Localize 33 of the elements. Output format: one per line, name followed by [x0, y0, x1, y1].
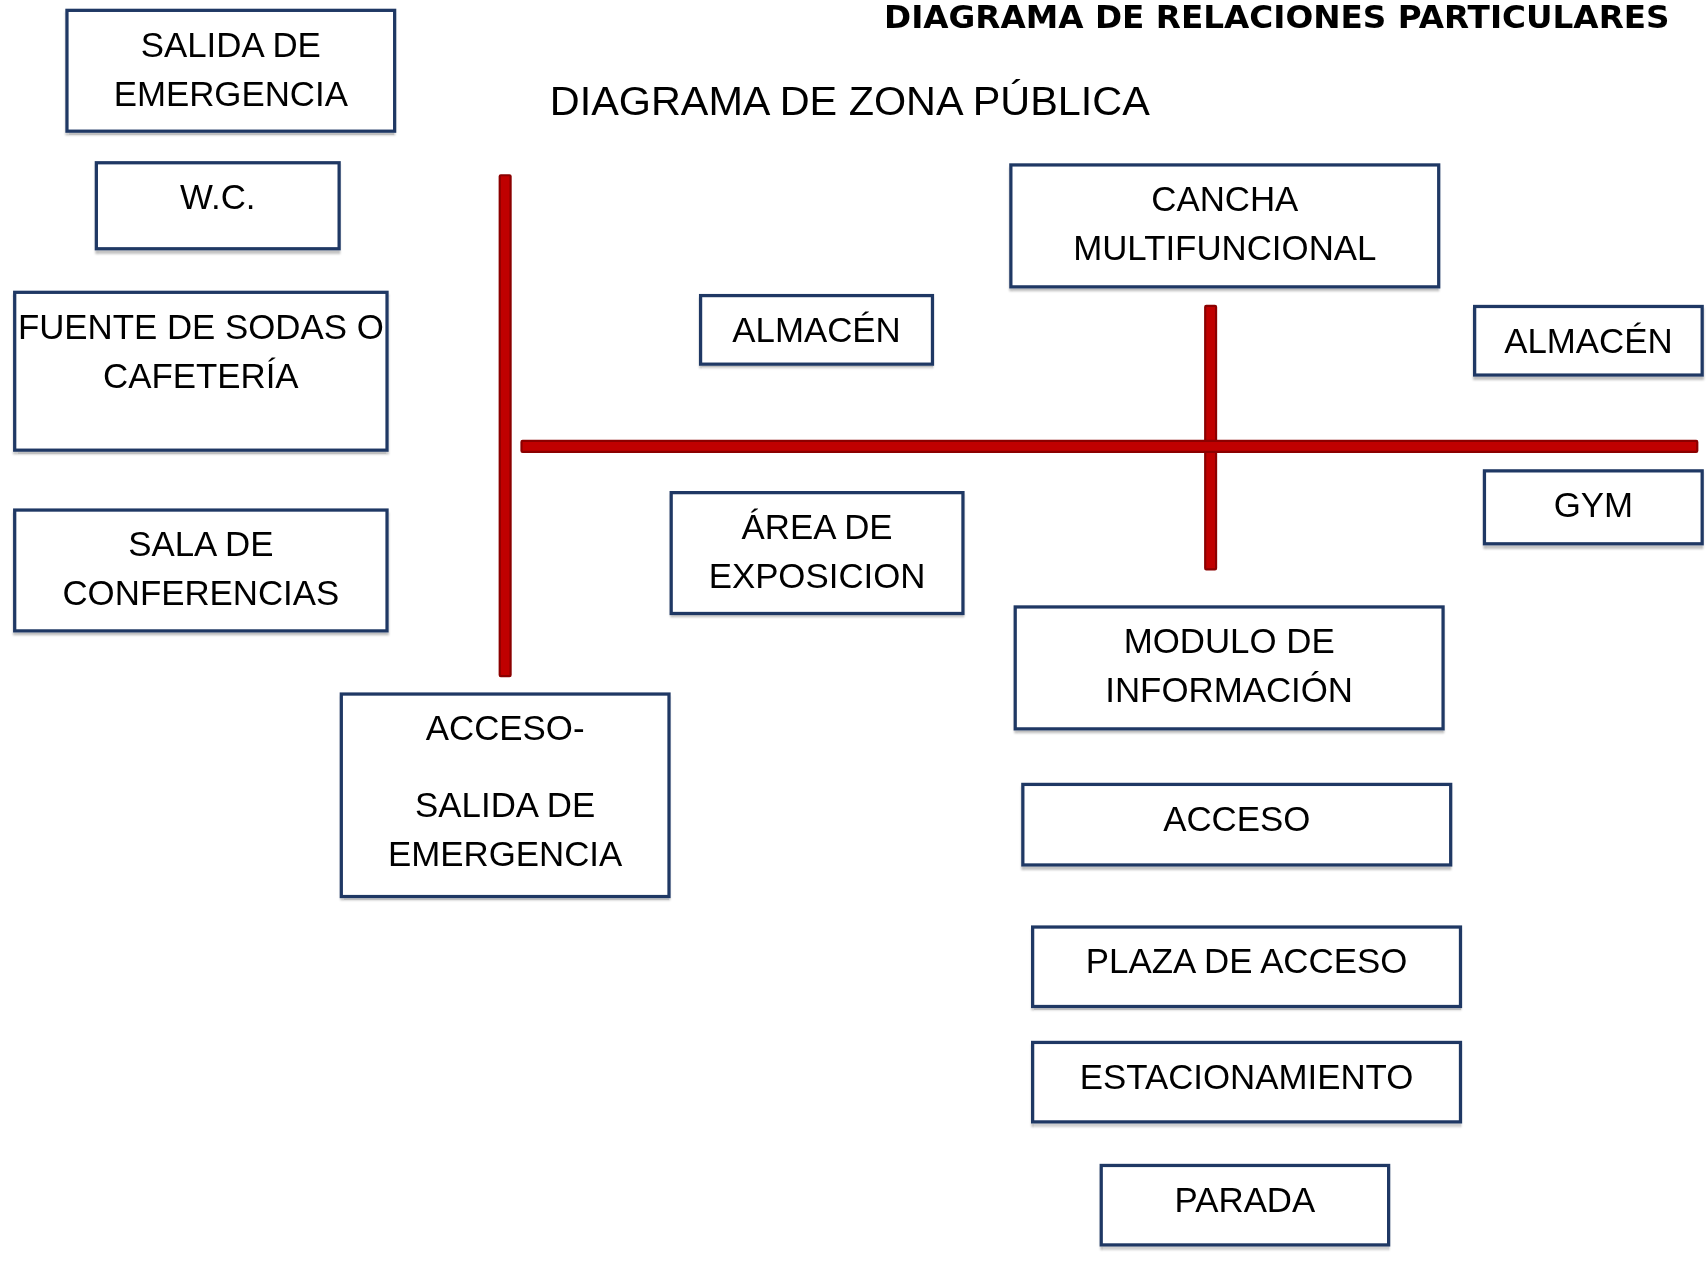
zone-name: SALIDA DE EMERGENCIA	[112, 24, 349, 116]
zone-box	[65, 8, 397, 133]
zone-name: GYM	[1553, 484, 1633, 527]
zone-box	[1013, 605, 1445, 731]
zone-box	[1482, 469, 1704, 546]
zone-name: ALMACÉN	[732, 309, 901, 352]
zone-box	[1473, 304, 1704, 377]
zone-box	[1099, 1163, 1391, 1247]
zone-box	[1031, 1040, 1463, 1124]
zone-name: PLAZA DE ACCESO	[1085, 940, 1408, 983]
zone-name: W.C.	[180, 176, 256, 219]
zone-name: ÁREA DE EXPOSICION	[707, 506, 927, 598]
zone-name: PARADA	[1174, 1179, 1316, 1222]
zone-box	[1009, 163, 1441, 289]
zone-name: SALIDA DE EMERGENCIA	[387, 783, 624, 876]
zone-name: FUENTE DE SODAS O CAFETERÍA	[16, 306, 385, 398]
zone-name: ACCESO-	[425, 707, 585, 750]
zone-box	[13, 290, 389, 452]
zone-box	[1031, 925, 1463, 1009]
zone-name: MODULO DE INFORMACIÓN	[1104, 620, 1354, 712]
zone-box	[94, 161, 341, 251]
zone-box	[1021, 782, 1453, 867]
zone-box	[669, 491, 965, 616]
zone-name: CANCHA MULTIFUNCIONAL	[1072, 178, 1378, 270]
zone-box	[13, 508, 389, 633]
zone-name: ACCESO	[1163, 798, 1311, 841]
zone-box	[339, 692, 671, 899]
title: DIAGRAMA DE RELACIONES PARTICULARES	[884, 0, 1670, 36]
zone-name: ALMACÉN	[1504, 320, 1673, 363]
zone-box	[698, 293, 935, 366]
zone-name: ESTACIONAMIENTO	[1079, 1056, 1414, 1099]
zone-name: SALA DE CONFERENCIAS	[61, 523, 341, 615]
diagram-heading: DIAGRAMA DE ZONA PÚBLICA	[549, 78, 1150, 126]
